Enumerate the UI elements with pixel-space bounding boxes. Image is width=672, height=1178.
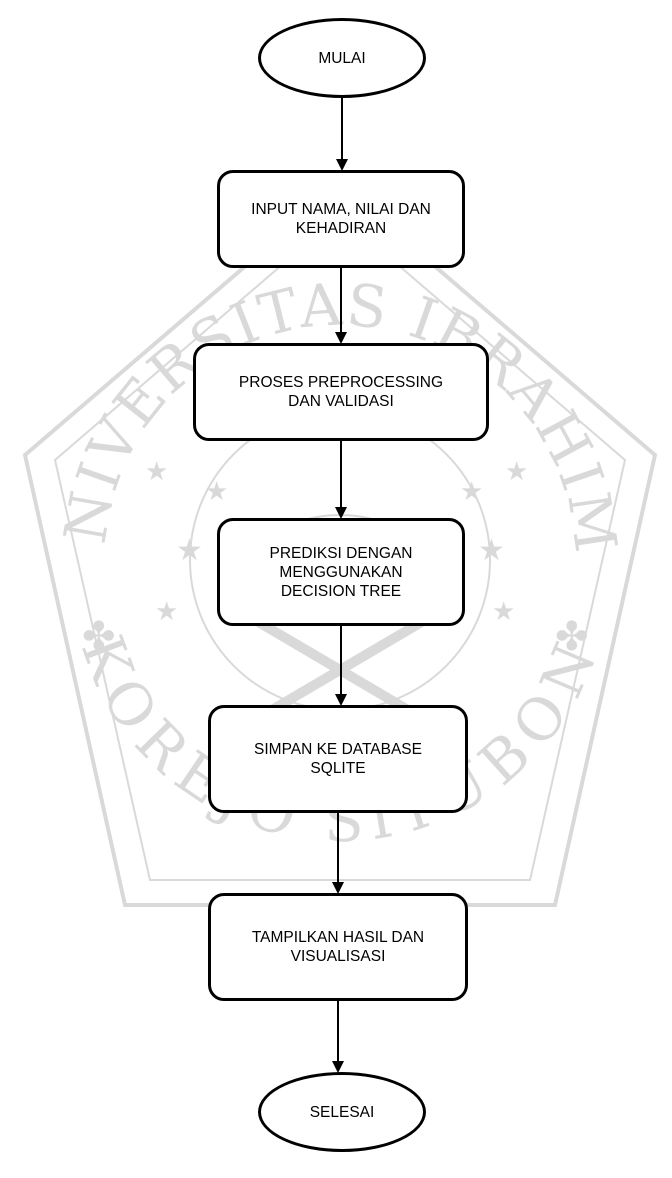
node-label-line: INPUT NAMA, NILAI DAN	[251, 201, 431, 218]
node-label-line: SELESAI	[309, 1103, 375, 1121]
svg-text:★: ★	[460, 477, 483, 507]
process-node-simpan: SIMPAN KE DATABASE SQLITE	[208, 705, 468, 813]
svg-text:✤: ✤	[82, 614, 116, 660]
node-label-line: SIMPAN KE DATABASE	[254, 741, 422, 758]
process-node-tampilkan: TAMPILKAN HASIL DAN VISUALISASI	[208, 893, 468, 1001]
node-label-line: MENGGUNAKAN	[279, 563, 403, 581]
node-label-line: DAN VALIDASI	[288, 393, 394, 410]
node-label: MULAI	[308, 49, 375, 68]
node-label-line: MULAI	[318, 49, 366, 67]
node-label: PROSES PREPROCESSING DAN VALIDASI	[229, 373, 453, 411]
svg-text:★: ★	[176, 533, 203, 568]
node-label-line: TAMPILKAN HASIL DAN	[251, 929, 425, 946]
node-label: INPUT NAMA, NILAI DAN KEHADIRAN	[241, 200, 441, 238]
node-label: TAMPILKAN HASIL DAN VISUALISASI	[242, 928, 434, 966]
svg-text:★: ★	[492, 597, 515, 627]
svg-text:★: ★	[145, 457, 168, 487]
node-label-line: SQLITE	[310, 760, 366, 777]
svg-text:★: ★	[478, 533, 505, 568]
process-node-preprocessing: PROSES PREPROCESSING DAN VALIDASI	[193, 343, 489, 441]
node-label: SIMPAN KE DATABASE SQLITE	[244, 740, 432, 778]
svg-text:★: ★	[205, 477, 228, 507]
terminal-node-mulai: MULAI	[258, 18, 426, 98]
node-label-line: DECISION TREE	[280, 582, 402, 600]
node-label: SELESAI	[300, 1103, 385, 1122]
svg-text:★: ★	[505, 457, 528, 487]
process-node-input: INPUT NAMA, NILAI DAN KEHADIRAN	[217, 170, 465, 268]
terminal-node-selesai: SELESAI	[258, 1072, 426, 1152]
svg-text:★: ★	[155, 597, 178, 627]
node-label-line: KEHADIRAN	[295, 220, 387, 237]
node-label-line: PROSES PREPROCESSING	[238, 374, 444, 391]
node-label-line: PREDIKSI DENGAN	[269, 544, 413, 562]
svg-text:✤: ✤	[555, 614, 589, 660]
node-label-line: VISUALISASI	[290, 948, 386, 965]
